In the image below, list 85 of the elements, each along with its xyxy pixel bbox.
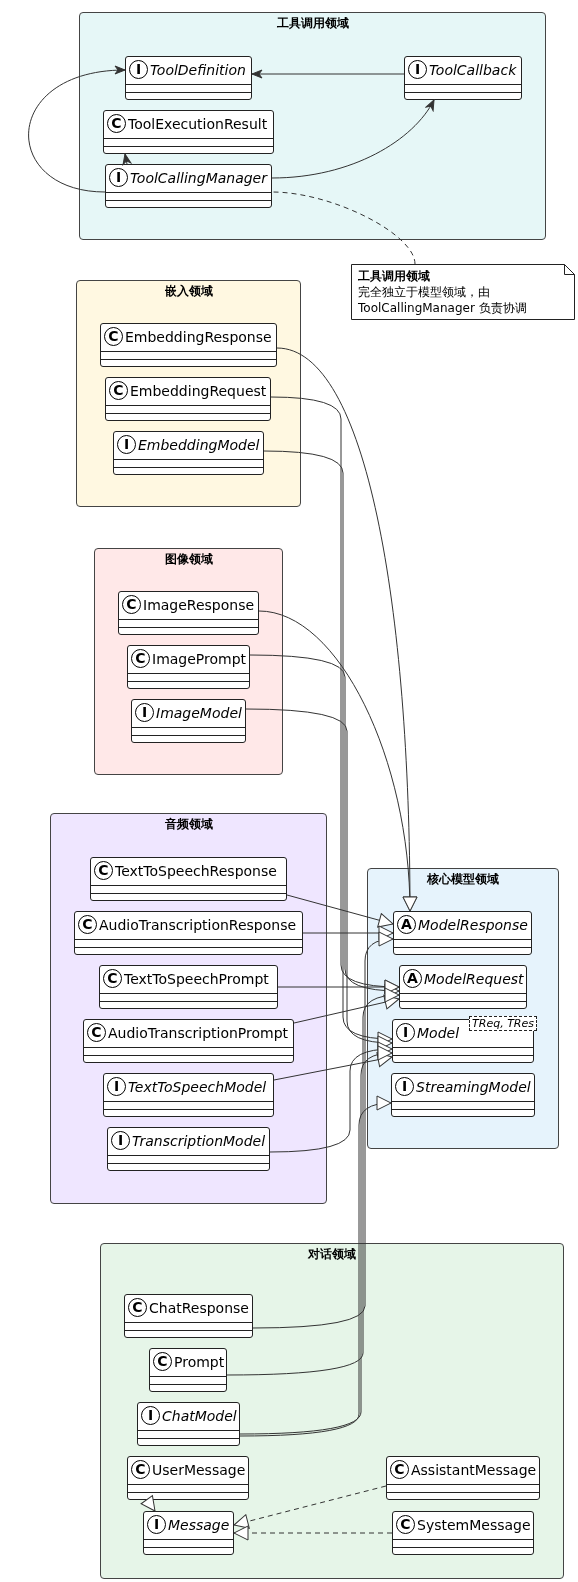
class-box bbox=[105, 164, 272, 208]
class-name: ToolCallback bbox=[429, 61, 517, 79]
class-name: ImagePrompt bbox=[152, 650, 247, 668]
class-name: Message bbox=[168, 1516, 230, 1534]
dashed-connector bbox=[271, 191, 416, 265]
class-name: ImageResponse bbox=[143, 596, 255, 614]
package-title: 核心模型领域 bbox=[427, 871, 499, 887]
class-box bbox=[131, 699, 246, 743]
class-name: ToolExecutionResult bbox=[128, 115, 268, 133]
class-name: Model bbox=[417, 1024, 460, 1042]
class-name: TextToSpeechModel bbox=[128, 1078, 267, 1096]
inheritance-arrow bbox=[252, 932, 394, 1329]
note-text: 完全独立于模型领域，由 ToolCallingManager 负责协调 bbox=[358, 284, 528, 316]
class-box bbox=[74, 911, 303, 955]
inheritance-arrow bbox=[286, 894, 394, 928]
class-box bbox=[100, 323, 277, 367]
class-name: Prompt bbox=[174, 1353, 225, 1371]
class-name: ChatModel bbox=[162, 1407, 237, 1425]
class-name: ModelRequest bbox=[424, 970, 524, 988]
arrow bbox=[28, 66, 126, 193]
class-box bbox=[137, 1402, 240, 1446]
class-name: AudioTranscriptionResponse bbox=[99, 916, 297, 934]
class-name: TextToSpeechPrompt bbox=[124, 970, 269, 988]
class-box bbox=[391, 1073, 535, 1117]
package-title: 图像领域 bbox=[164, 551, 213, 567]
class-box bbox=[99, 965, 278, 1009]
inheritance-arrow bbox=[140, 1495, 156, 1512]
class-name: ToolCallingManager bbox=[130, 169, 267, 187]
class-name: EmbeddingModel bbox=[138, 436, 260, 454]
inheritance-arrow bbox=[233, 1485, 387, 1529]
package-title: 工具调用领域 bbox=[276, 15, 349, 31]
class-name: ImageModel bbox=[156, 704, 242, 722]
package-frame bbox=[367, 868, 559, 1149]
note bbox=[351, 264, 575, 320]
class-box bbox=[143, 1511, 234, 1555]
class-box bbox=[127, 1456, 249, 1500]
class-name: ChatResponse bbox=[149, 1299, 249, 1317]
class-box bbox=[392, 1511, 534, 1555]
class-box bbox=[90, 857, 287, 901]
class-box bbox=[404, 56, 522, 100]
class-name: EmbeddingResponse bbox=[125, 328, 272, 346]
class-box bbox=[103, 110, 274, 154]
package-frame bbox=[79, 12, 546, 240]
class-name: StreamingModel bbox=[416, 1078, 531, 1096]
inheritance-arrow bbox=[258, 610, 417, 912]
class-name: ToolDefinition bbox=[150, 61, 246, 79]
package-frame bbox=[50, 813, 327, 1204]
class-name: TextToSpeechResponse bbox=[115, 862, 277, 880]
class-name: UserMessage bbox=[152, 1461, 246, 1479]
inheritance-arrow bbox=[273, 1052, 393, 1081]
class-name: TranscriptionModel bbox=[132, 1132, 266, 1150]
class-box bbox=[149, 1348, 227, 1392]
package-frame bbox=[100, 1243, 564, 1579]
class-name: AssistantMessage bbox=[411, 1461, 537, 1479]
class-name: AudioTranscriptionPrompt bbox=[108, 1024, 289, 1042]
package-title: 音频领域 bbox=[164, 816, 213, 832]
class-box bbox=[386, 1456, 540, 1500]
note-heading: 工具调用领域 bbox=[358, 268, 430, 284]
package-title: 对话领域 bbox=[308, 1246, 356, 1262]
class-name: EmbeddingRequest bbox=[130, 382, 267, 400]
class-box bbox=[393, 911, 532, 955]
arrow bbox=[122, 153, 132, 166]
class-box bbox=[399, 965, 527, 1009]
class-box bbox=[105, 377, 271, 421]
class-box bbox=[127, 645, 250, 689]
class-box bbox=[103, 1073, 274, 1117]
class-box bbox=[124, 1294, 253, 1338]
inheritance-arrow bbox=[233, 1525, 393, 1541]
inheritance-arrow bbox=[293, 994, 400, 1024]
class-name: ModelResponse bbox=[418, 916, 528, 934]
class-box bbox=[392, 1019, 534, 1063]
inheritance-arrow bbox=[226, 987, 400, 1376]
arrow bbox=[251, 69, 405, 79]
class-name: SystemMessage bbox=[417, 1516, 531, 1534]
class-box bbox=[118, 591, 259, 635]
type-parameter: TReq, TRes bbox=[469, 1016, 537, 1031]
class-box bbox=[83, 1019, 294, 1063]
class-box bbox=[113, 431, 264, 475]
arrow bbox=[271, 99, 435, 179]
package-frame bbox=[76, 280, 301, 507]
class-box bbox=[107, 1127, 270, 1171]
package-frame bbox=[94, 548, 283, 775]
class-box bbox=[125, 56, 252, 100]
package-title: 嵌入领域 bbox=[164, 283, 213, 299]
inheritance-arrow bbox=[269, 1041, 393, 1153]
